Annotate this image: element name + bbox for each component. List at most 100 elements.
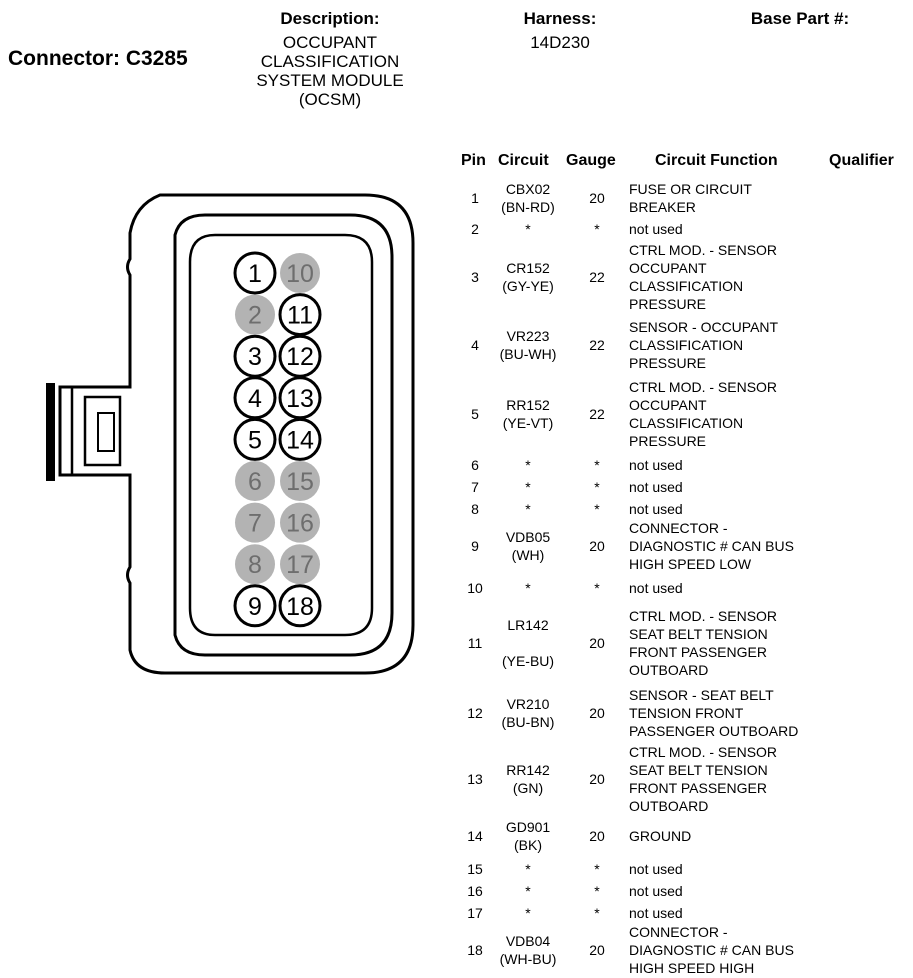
- table-row: 2**not used: [455, 218, 913, 240]
- function-cell: SENSOR - SEAT BELT TENSION FRONT PASSENG…: [629, 687, 799, 739]
- circuit-cell: RR142 (GN): [506, 762, 550, 796]
- circuit-cell: RR152 (YE-VT): [502, 397, 554, 431]
- pin-number: 12: [286, 343, 314, 371]
- pin-number: 1: [248, 260, 262, 288]
- pin-cell: 10: [467, 580, 483, 596]
- pin-circle: [235, 502, 275, 543]
- pin-cell: 4: [471, 337, 479, 353]
- gauge-cell: *: [594, 883, 600, 899]
- pin-number: 2: [248, 302, 262, 330]
- pin-18-used: 18: [278, 584, 322, 628]
- pin-13-used: 13: [278, 376, 322, 420]
- pin-number: 17: [286, 551, 314, 579]
- pin-cell: 6: [471, 457, 479, 473]
- pin-9-used: 9: [233, 584, 277, 628]
- table-row: 6**not used: [455, 454, 913, 476]
- circuit-cell: *: [525, 479, 531, 495]
- pin-circle: [280, 502, 320, 543]
- pin-circle: [235, 461, 275, 501]
- circuit-cell: VDB04 (WH-BU): [499, 933, 557, 967]
- pin-3-used: 3: [233, 334, 277, 378]
- pin-circle: [278, 334, 322, 378]
- function-cell: not used: [629, 457, 683, 473]
- header-circuit-function: Circuit Function: [655, 152, 778, 169]
- pin-circle: [278, 293, 322, 337]
- pin-circle: [233, 376, 277, 420]
- pin-number: 18: [286, 593, 314, 621]
- pin-cell: 17: [467, 905, 483, 921]
- gauge-cell: 20: [589, 942, 605, 958]
- pin-circle: [233, 417, 277, 461]
- pin-circle: [278, 417, 322, 461]
- connector-housing: [46, 193, 415, 675]
- pin-cell: 14: [467, 828, 483, 844]
- header-gauge: Gauge: [566, 152, 616, 169]
- gauge-cell: 20: [589, 635, 605, 651]
- pin-11-used: 11: [278, 293, 322, 337]
- circuit-cell: VR210 (BU-BN): [501, 696, 555, 730]
- function-cell: not used: [629, 883, 683, 899]
- pin-circle: [233, 584, 277, 628]
- circuit-cell: *: [525, 905, 531, 921]
- pin-cell: 16: [467, 883, 483, 899]
- pin-circle: [233, 334, 277, 378]
- function-cell: not used: [629, 905, 683, 921]
- harness-label: Harness:: [523, 9, 597, 28]
- pin-number: 11: [287, 302, 313, 330]
- pin-cell: 5: [471, 406, 479, 422]
- circuit-cell: *: [525, 883, 531, 899]
- pin-4-used: 4: [233, 376, 277, 420]
- circuit-cell: *: [525, 221, 531, 237]
- harness-value: 14D230: [530, 33, 590, 52]
- pin-number: 4: [248, 385, 262, 413]
- pin-number: 14: [286, 426, 314, 454]
- function-cell: not used: [629, 580, 683, 596]
- header-qualifier: Qualifier: [829, 152, 894, 169]
- table-row: 17**not used: [455, 902, 913, 924]
- table-row: 8**not used: [455, 498, 913, 520]
- circuit-cell: VDB05 (WH): [505, 529, 551, 563]
- table-row: 13 RR142 (GN) 20 CTRL MOD. - SENSOR SEAT BE…: [455, 742, 913, 816]
- pin-circle: [280, 461, 320, 501]
- table-row: 16 * * not used: [455, 880, 913, 902]
- gauge-cell: *: [594, 501, 600, 517]
- pin-number: 16: [286, 510, 314, 538]
- gauge-cell: *: [594, 580, 600, 596]
- gauge-cell: 22: [589, 269, 605, 285]
- circuit-cell: LR142 (YE-BU): [501, 617, 555, 669]
- circuit-cell: VR223 (BU-WH): [499, 328, 557, 362]
- function-cell: not used: [629, 221, 683, 237]
- function-cell: SENSOR - OCCUPANT CLASSIFICATION PRESSUR…: [629, 319, 779, 371]
- gauge-cell: 20: [589, 705, 605, 721]
- pin-cell: 13: [467, 771, 483, 787]
- function-cell: CTRL MOD. - SENSOR OCCUPANT CLASSIFICATI…: [629, 379, 778, 449]
- pin-cell: 3: [471, 269, 479, 285]
- table-row: 15**not used: [455, 858, 913, 880]
- pin-cell: 18: [467, 942, 483, 958]
- pin-12-used: 12: [278, 334, 322, 378]
- pin-cell: 9: [471, 538, 479, 554]
- pin-circle: [233, 251, 277, 295]
- pin-cell: 11: [467, 635, 483, 651]
- gauge-cell: 20: [589, 771, 605, 787]
- gauge-cell: 20: [589, 828, 605, 844]
- circuit-cell: *: [525, 861, 531, 877]
- description-value: OCCUPANT CLASSIFICATION SYSTEM MODULE (O…: [256, 33, 404, 109]
- pin-8-unused: 8: [235, 544, 275, 585]
- function-cell: not used: [629, 479, 683, 495]
- function-cell: CTRL MOD. - SENSOR SEAT BELT TENSION FRO…: [629, 744, 778, 814]
- circuit-cell: CBX02 (BN-RD): [501, 181, 555, 215]
- pin-10-unused: 10: [280, 253, 320, 293]
- pin-cell: 7: [471, 479, 479, 495]
- base-part-label: Base Part #:: [750, 9, 850, 28]
- pin-15-unused: 15: [280, 461, 320, 501]
- function-cell: GROUND: [629, 828, 692, 844]
- gauge-cell: *: [594, 221, 600, 237]
- table-row: 10**not used: [455, 577, 913, 599]
